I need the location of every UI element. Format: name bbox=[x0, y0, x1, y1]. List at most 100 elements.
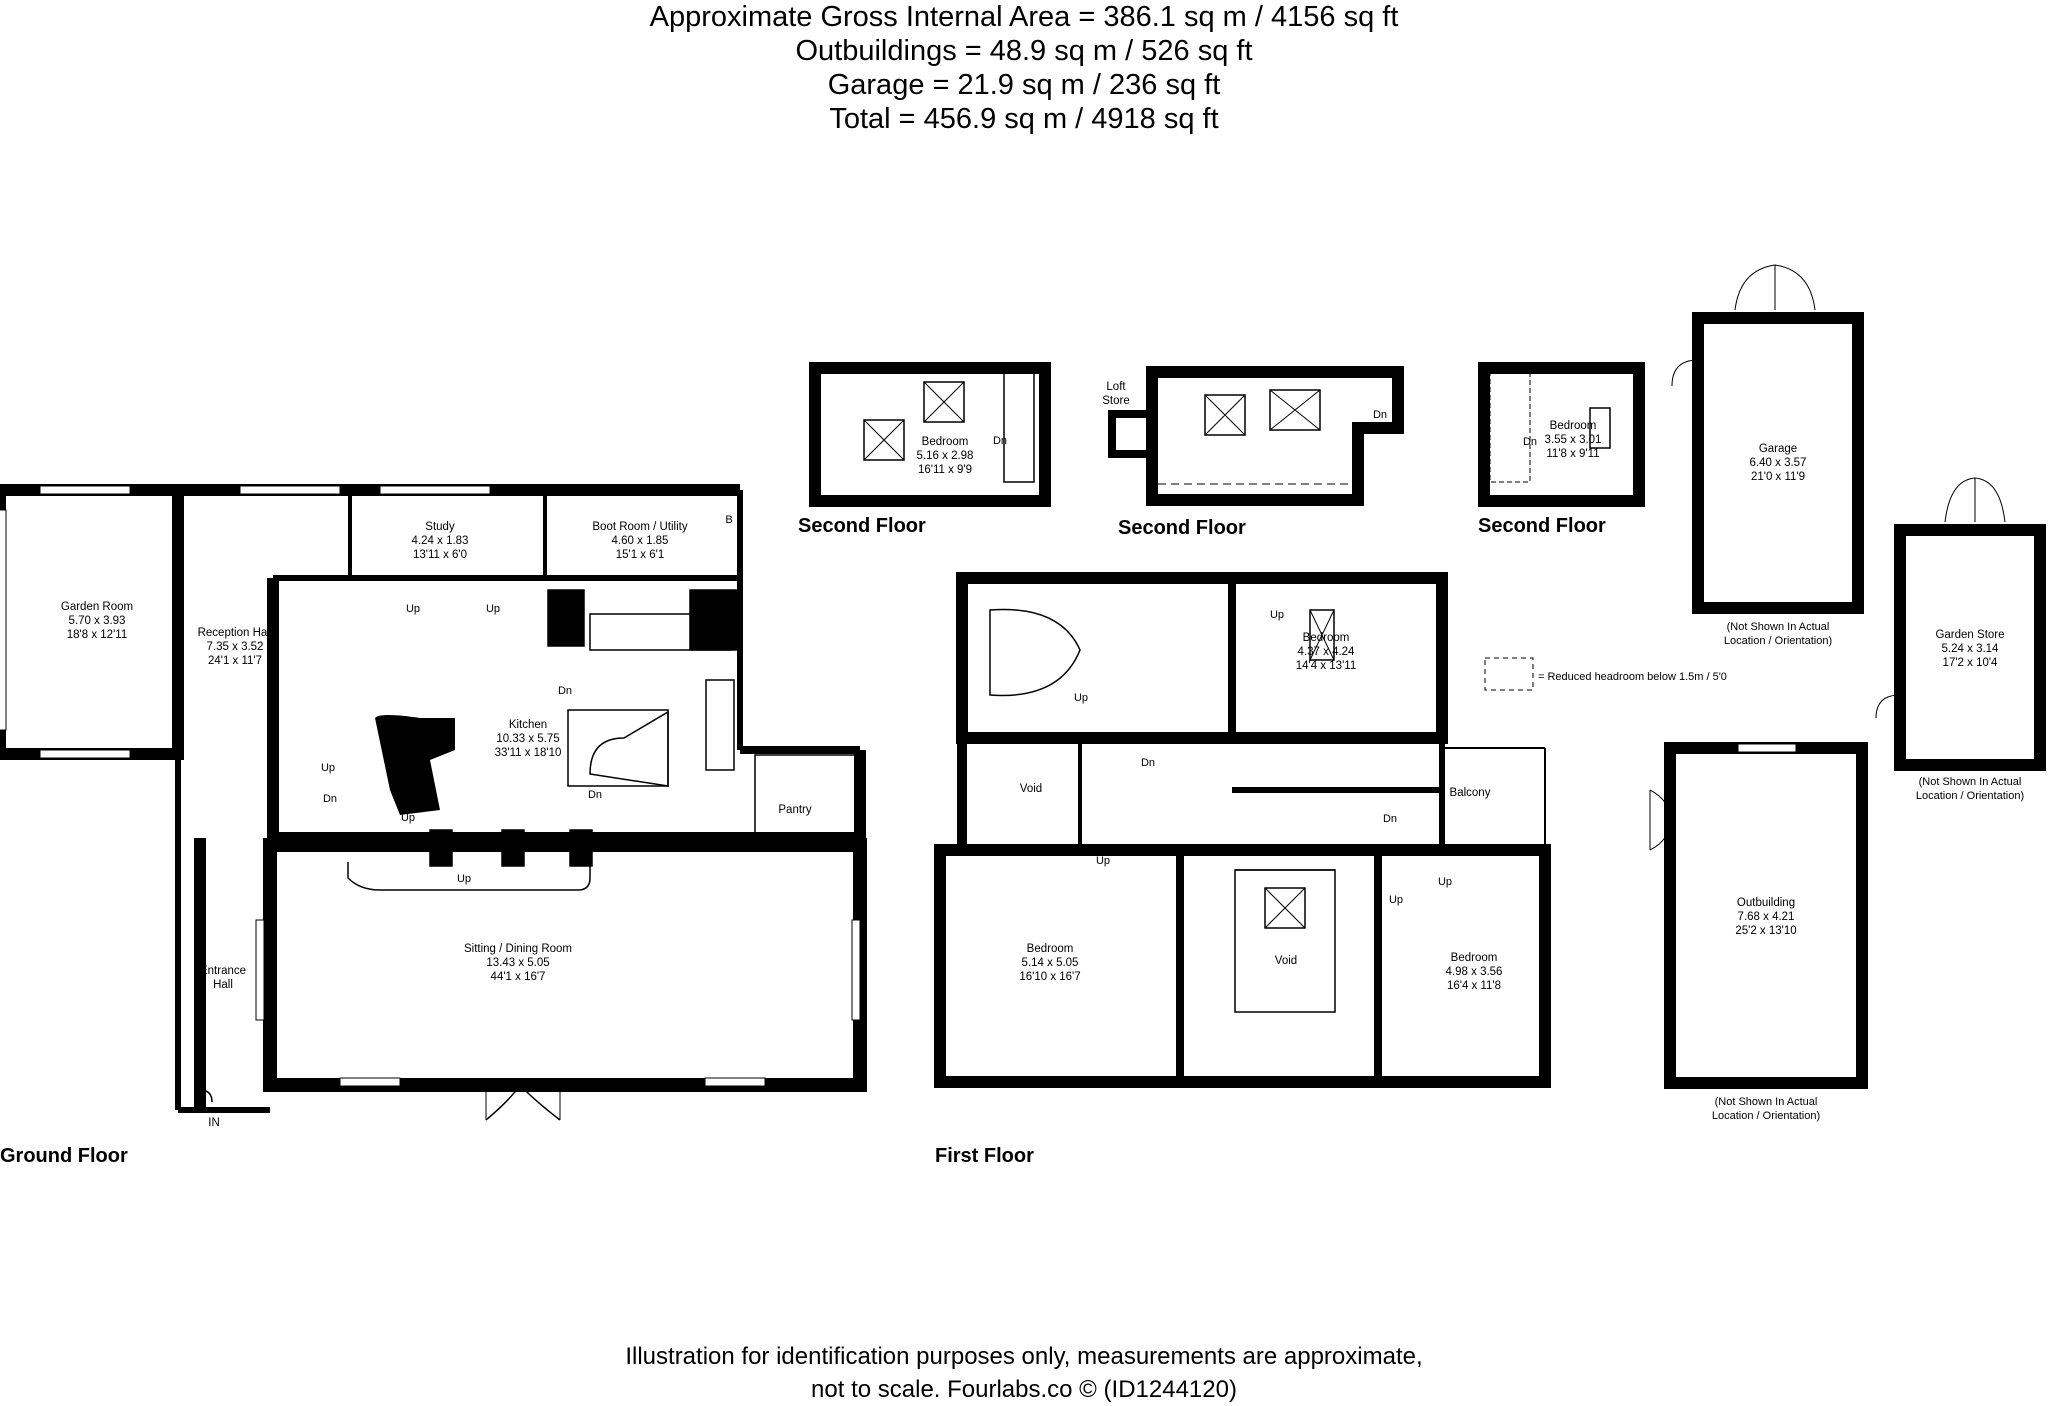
first-floor-plan: First Floor bbox=[934, 572, 1551, 1167]
ff-bedroom-1-name: Bedroom bbox=[1027, 943, 1074, 955]
kitchen-imperial: 33'11 x 18'10 bbox=[495, 747, 562, 759]
garage-note-1: (Not Shown In Actual bbox=[1727, 621, 1830, 633]
reduced-headroom-note: = Reduced headroom below 1.5m / 5'0 bbox=[1538, 671, 1727, 683]
sf-b-dn-label: Dn bbox=[1373, 409, 1387, 421]
gf-dn-label-2: Dn bbox=[323, 793, 337, 805]
sitting-dining-imperial: 44'1 x 16'7 bbox=[491, 971, 546, 983]
ff-up-label-2: Up bbox=[1270, 609, 1284, 621]
ground-floor-plan: Ground Floor bbox=[0, 484, 867, 1167]
gf-up-label-2: Up bbox=[486, 603, 500, 615]
entrance-hall-name-2: Hall bbox=[213, 979, 233, 991]
sf-bedroom-3-imperial: 11'8 x 9'11 bbox=[1546, 448, 1599, 460]
boot-room-name: Boot Room / Utility bbox=[592, 521, 687, 533]
entrance-hall-name: Entrance bbox=[200, 965, 246, 977]
sitting-dining-walls bbox=[263, 838, 867, 1092]
ff-bedroom-2-metric: 4.37 x 4.24 bbox=[1298, 646, 1356, 658]
sf-a-dn-label: Dn bbox=[993, 435, 1007, 447]
garage-metric: 6.40 x 3.57 bbox=[1750, 457, 1807, 469]
sf-bedroom-1-imperial: 16'11 x 9'9 bbox=[918, 464, 972, 476]
ff-up-label-3: Up bbox=[1096, 855, 1110, 867]
sf-bedroom-1-metric: 5.16 x 2.98 bbox=[917, 450, 974, 462]
garden-store-metric: 5.24 x 3.14 bbox=[1942, 643, 2000, 655]
balcony-label: Balcony bbox=[1450, 787, 1491, 799]
garden-store-note-1: (Not Shown In Actual bbox=[1919, 776, 2022, 788]
ff-bedroom-2-imperial: 14'4 x 13'11 bbox=[1296, 660, 1356, 672]
outbuilding-name: Outbuilding bbox=[1737, 897, 1795, 909]
reception-hall-name: Reception Hall bbox=[198, 627, 273, 639]
outbuilding-plan bbox=[1649, 742, 1868, 1089]
ff-up-label-5: Up bbox=[1438, 876, 1452, 888]
study-metric: 4.24 x 1.83 bbox=[412, 535, 469, 547]
total-area: Total = 456.9 sq m / 4918 sq ft bbox=[829, 103, 1219, 135]
reception-hall-metric: 7.35 x 3.52 bbox=[207, 641, 264, 653]
garage-area: Garage = 21.9 sq m / 236 sq ft bbox=[827, 69, 1221, 101]
outbuildings-area: Outbuildings = 48.9 sq m / 526 sq ft bbox=[795, 35, 1253, 67]
ff-bedroom-1-metric: 5.14 x 5.05 bbox=[1022, 957, 1079, 969]
garden-room-name: Garden Room bbox=[61, 601, 133, 613]
boot-room-metric: 4.60 x 1.85 bbox=[612, 535, 669, 547]
second-floor-c-label: Second Floor bbox=[1478, 515, 1606, 537]
study-name: Study bbox=[425, 521, 455, 533]
ff-bedroom-3-name: Bedroom bbox=[1451, 952, 1498, 964]
outbuilding-metric: 7.68 x 4.21 bbox=[1738, 911, 1795, 923]
first-floor-label: First Floor bbox=[935, 1145, 1034, 1167]
study-imperial: 13'11 x 6'0 bbox=[413, 549, 467, 561]
sf-bedroom-3-name: Bedroom bbox=[1550, 420, 1597, 432]
area-summary: Approximate Gross Internal Area = 386.1 … bbox=[0, 0, 2048, 136]
sitting-dining-name: Sitting / Dining Room bbox=[464, 943, 572, 955]
garage-plan bbox=[1671, 264, 1864, 614]
ff-dn-label-2: Dn bbox=[1383, 813, 1397, 825]
ff-up-label-1: Up bbox=[1074, 692, 1088, 704]
outbuilding-imperial: 25'2 x 13'10 bbox=[1735, 925, 1796, 937]
garden-store-name: Garden Store bbox=[1935, 629, 2004, 641]
entrance-in-label: IN bbox=[208, 1117, 220, 1129]
garden-room-metric: 5.70 x 3.93 bbox=[69, 615, 126, 627]
second-floor-b-label: Second Floor bbox=[1118, 517, 1246, 539]
sitting-dining-metric: 13.43 x 5.05 bbox=[486, 957, 549, 969]
gf-up-label-5: Up bbox=[457, 873, 471, 885]
ff-bedroom-1-imperial: 16'10 x 16'7 bbox=[1019, 971, 1080, 983]
garden-store-imperial: 17'2 x 10'4 bbox=[1943, 657, 1999, 669]
ff-dn-label-1: Dn bbox=[1141, 757, 1155, 769]
garden-store-note-2: Location / Orientation) bbox=[1916, 790, 2024, 802]
second-floor-c-plan: Second Floor bbox=[1478, 362, 1645, 537]
ff-up-label-4: Up bbox=[1389, 894, 1403, 906]
ff-bedroom-3-metric: 4.98 x 3.56 bbox=[1446, 966, 1503, 978]
outbuilding-note-2: Location / Orientation) bbox=[1712, 1110, 1820, 1122]
sf-bedroom-1-name: Bedroom bbox=[922, 436, 969, 448]
void-1-label: Void bbox=[1020, 783, 1042, 795]
ff-bedroom-3-imperial: 16'4 x 11'8 bbox=[1447, 980, 1501, 992]
ff-bedroom-2-name: Bedroom bbox=[1303, 632, 1350, 644]
garage-note-2: Location / Orientation) bbox=[1724, 635, 1832, 647]
second-floor-a-plan: Second Floor bbox=[798, 362, 1051, 537]
sf-c-dn-label: Dn bbox=[1523, 436, 1537, 448]
kitchen-metric: 10.33 x 5.75 bbox=[496, 733, 559, 745]
second-floor-a-label: Second Floor bbox=[798, 515, 926, 537]
garden-room-imperial: 18'8 x 12'11 bbox=[67, 629, 127, 641]
boiler-label: B bbox=[725, 514, 732, 526]
reception-hall-imperial: 24'1 x 11'7 bbox=[208, 655, 262, 667]
gf-up-label-4: Up bbox=[401, 812, 415, 824]
pantry-name: Pantry bbox=[778, 804, 811, 816]
sf-bedroom-3-metric: 3.55 x 3.01 bbox=[1545, 434, 1602, 446]
boot-room-imperial: 15'1 x 6'1 bbox=[616, 549, 665, 561]
kitchen-name: Kitchen bbox=[509, 719, 547, 731]
loft-store-name-2: Store bbox=[1102, 395, 1130, 407]
ground-floor-label: Ground Floor bbox=[0, 1145, 128, 1167]
disclaimer-line-2: not to scale. Fourlabs.co © (ID1244120) bbox=[811, 1376, 1237, 1403]
second-floor-b-plan: Second Floor bbox=[1108, 366, 1404, 539]
garage-imperial: 21'0 x 11'9 bbox=[1751, 471, 1805, 483]
outbuilding-note-1: (Not Shown In Actual bbox=[1715, 1096, 1818, 1108]
gf-up-label-1: Up bbox=[406, 603, 420, 615]
void-2-label: Void bbox=[1275, 955, 1297, 967]
gf-dn-label-1: Dn bbox=[558, 685, 572, 697]
gross-internal-area: Approximate Gross Internal Area = 386.1 … bbox=[649, 1, 1399, 33]
disclaimer: Illustration for identification purposes… bbox=[0, 1340, 2048, 1406]
disclaimer-line-1: Illustration for identification purposes… bbox=[625, 1343, 1423, 1370]
gf-dn-label-3: Dn bbox=[588, 789, 602, 801]
gf-up-label-3: Up bbox=[321, 762, 335, 774]
loft-store-name: Loft bbox=[1106, 381, 1126, 393]
garden-store-plan bbox=[1875, 477, 2046, 771]
garage-name: Garage bbox=[1759, 443, 1797, 455]
